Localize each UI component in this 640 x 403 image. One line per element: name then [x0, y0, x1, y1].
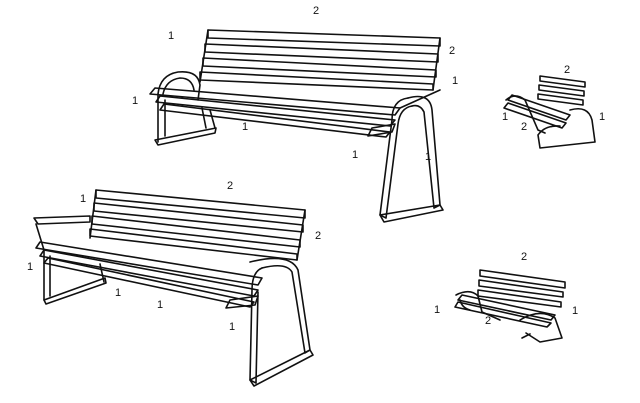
part-label: 1: [425, 151, 432, 163]
bench-large-top: [149, 29, 444, 223]
part-label: 1: [229, 321, 236, 333]
part-label: 2: [485, 315, 492, 327]
part-label: 1: [599, 111, 606, 123]
part-label: 2: [313, 5, 320, 17]
part-label: 1: [157, 299, 164, 311]
part-label: 1: [502, 111, 509, 123]
part-label: 2: [521, 251, 528, 263]
part-label: 2: [521, 121, 528, 133]
part-label: 1: [242, 121, 249, 133]
part-label: 1: [352, 149, 359, 161]
part-label: 1: [80, 193, 87, 205]
part-label: 2: [315, 230, 322, 242]
part-label: 1: [572, 305, 579, 317]
part-label: 1: [168, 30, 175, 42]
part-label: 1: [132, 95, 139, 107]
part-label: 2: [449, 45, 456, 57]
part-label: 2: [564, 64, 571, 76]
bench-small-bottom: [454, 269, 566, 343]
bench-small-top: [503, 75, 596, 149]
bench-large-bottom: [33, 189, 314, 387]
part-label: 2: [227, 180, 234, 192]
part-label: 1: [434, 304, 441, 316]
part-label: 1: [27, 261, 34, 273]
part-label: 1: [452, 75, 459, 87]
part-label: 1: [115, 287, 122, 299]
